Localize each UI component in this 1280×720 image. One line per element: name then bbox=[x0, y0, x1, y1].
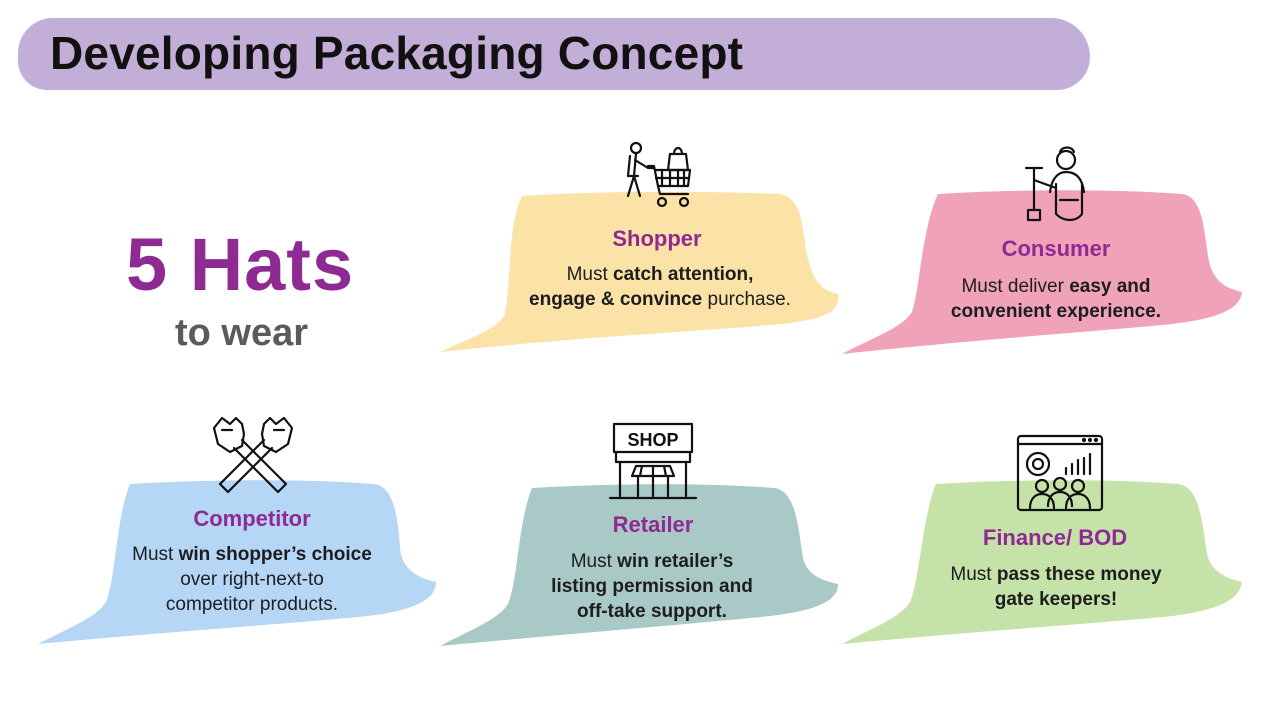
finance-card-blob bbox=[842, 480, 1242, 644]
retailer-title: Retailer bbox=[612, 512, 694, 537]
retailer-description: Must win retailer’s listing permission a… bbox=[551, 551, 753, 622]
shopper-card-blob bbox=[440, 191, 839, 352]
consumer-person-icon bbox=[1024, 146, 1086, 222]
finance-description: Must pass these money gate keepers! bbox=[950, 564, 1162, 610]
finance-dashboard-icon bbox=[1016, 434, 1104, 512]
consumer-description: Must deliver easy and convenient experie… bbox=[950, 276, 1162, 322]
shopper-title: Shopper bbox=[612, 226, 702, 251]
competitor-description: Must win shopper’s choice over right-nex… bbox=[132, 544, 372, 615]
consumer-title: Consumer bbox=[1001, 236, 1111, 261]
hero-subheading: to wear bbox=[175, 312, 309, 354]
shopper-description: Must catch attention, engage & convince … bbox=[529, 264, 791, 310]
shopper-cart-icon bbox=[626, 141, 692, 208]
consumer-card-blob bbox=[842, 190, 1242, 354]
retailer-card-blob bbox=[440, 484, 838, 646]
page-title: Developing Packaging Concept bbox=[50, 27, 744, 79]
shop-storefront-icon: SHOP bbox=[608, 422, 698, 500]
title-banner bbox=[18, 18, 1090, 90]
shop-sign-text: SHOP bbox=[627, 430, 678, 450]
finance-title: Finance/ BOD bbox=[982, 525, 1128, 550]
hero-heading: 5 Hats bbox=[126, 223, 355, 306]
competitor-card-blob bbox=[38, 480, 436, 644]
crossed-fists-icon bbox=[212, 416, 294, 494]
competitor-title: Competitor bbox=[193, 506, 311, 531]
